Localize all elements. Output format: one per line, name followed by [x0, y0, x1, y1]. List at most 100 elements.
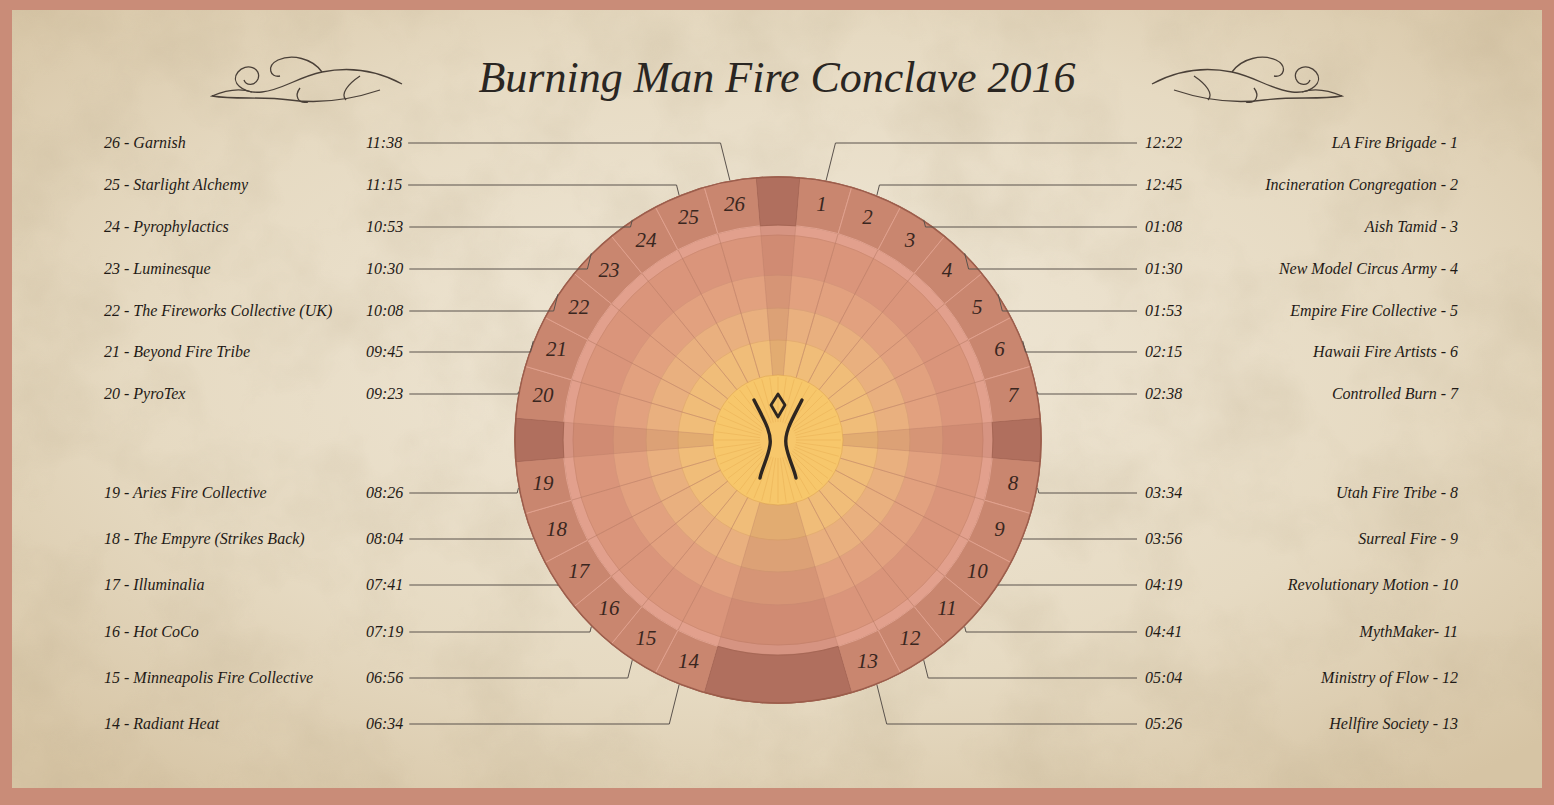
leader-line [408, 143, 730, 180]
start-time: 05:04 [1145, 668, 1182, 687]
segment-number: 25 [678, 207, 699, 230]
group-name: 23 - Luminesque [104, 259, 211, 278]
icon-head [771, 394, 785, 417]
segment-number: 19 [533, 472, 554, 495]
wheel-spoke [572, 380, 716, 422]
page-title: Burning Man Fire Conclave 2016 [0, 54, 1554, 102]
leader-line [1023, 341, 1137, 352]
segment-number-cell: 20 [530, 383, 557, 410]
wheel-ring [713, 375, 843, 505]
segment-number-cell: 9 [991, 516, 1008, 543]
wheel-spoke [840, 380, 984, 422]
wheel-spoke [588, 340, 721, 410]
leader-line [409, 392, 518, 394]
group-name: Controlled Burn - 7 [1332, 384, 1458, 403]
start-time: 01:08 [1145, 217, 1182, 236]
core-ray [715, 440, 760, 441]
group-name: New Model Circus Army - 4 [1279, 259, 1458, 278]
start-time: 11:15 [366, 175, 402, 194]
wheel-spoke [718, 234, 760, 378]
leader-line [409, 294, 558, 311]
core-ray [778, 458, 779, 503]
segment-number-cell: 17 [565, 558, 592, 585]
segment-number: 4 [942, 259, 953, 282]
wheel-spoke [783, 226, 795, 375]
wheel-spoke [612, 304, 728, 399]
start-time: 04:41 [1145, 622, 1182, 641]
wheel-spoke [718, 502, 760, 646]
segment-number: 22 [568, 297, 589, 320]
core-ray [716, 442, 761, 448]
flourish-curl [235, 67, 402, 92]
icon-left-body [754, 400, 770, 478]
group-name: 22 - The Fireworks Collective (UK) [104, 301, 332, 320]
core-ray [733, 453, 765, 485]
wheel-spoke [828, 481, 944, 576]
wheel-spoke [564, 445, 713, 457]
segment-number: 14 [678, 650, 699, 673]
group-name: MythMaker- 11 [1360, 622, 1458, 641]
segment-number-cell: 19 [530, 470, 557, 497]
leader-line [409, 253, 591, 269]
flourish [212, 57, 402, 102]
wheel-spoke [828, 304, 944, 399]
group-name: 20 - PyroTex [104, 384, 185, 403]
flourish-curl [212, 90, 380, 102]
core-ray [791, 453, 823, 485]
wheel-spoke [718, 234, 760, 378]
core-ray [785, 457, 802, 499]
wheel-segment [704, 178, 760, 234]
wheel-spoke [564, 422, 713, 434]
flourish-curl [1174, 90, 1342, 102]
segment-number: 5 [972, 297, 983, 320]
wheel-spoke [642, 274, 737, 390]
segment-number-cell: 4 [939, 257, 956, 284]
wheel-gap [992, 418, 1041, 462]
start-time: 11:38 [366, 133, 402, 152]
segment-number-cell: 3 [902, 227, 919, 254]
segment-number-cell: 23 [596, 257, 623, 284]
wheel-spoke [840, 458, 984, 500]
segment-number-cell: 15 [633, 626, 660, 653]
core-ray [717, 445, 760, 457]
icon-right-body [786, 400, 802, 478]
group-name: 25 - Starlight Alchemy [104, 175, 248, 194]
wheel-spoke [588, 470, 721, 540]
segment-number-cell: 24 [633, 227, 660, 254]
wheel-spoke [836, 470, 969, 540]
start-time: 10:30 [366, 259, 403, 278]
group-name: 26 - Garnish [104, 133, 186, 152]
segments [515, 177, 1041, 703]
group-name: 15 - Minneapolis Fire Collective [104, 668, 313, 687]
wheel-spoke [642, 490, 737, 606]
wheel-spoke [819, 274, 914, 390]
flourish-curl [297, 76, 360, 102]
leader-line [409, 685, 679, 724]
wheel-spoke [828, 481, 944, 576]
segment-number: 3 [905, 229, 916, 252]
start-time: 10:08 [366, 301, 403, 320]
core-ray [796, 432, 841, 438]
leader-line [965, 253, 1137, 269]
core-ray [770, 458, 776, 503]
segment-number: 7 [1008, 385, 1019, 408]
segment-number: 12 [899, 628, 920, 651]
segment-number: 24 [636, 229, 657, 252]
segment-number: 18 [546, 518, 567, 541]
group-name: 21 - Beyond Fire Tribe [104, 342, 250, 361]
segment-number-cell: 5 [969, 295, 986, 322]
wheel-gap [515, 418, 564, 462]
wheel-spoke [572, 458, 716, 500]
wheel-gap-spoke [718, 502, 838, 655]
core-ray [720, 447, 762, 464]
segment-number-cell: 25 [675, 205, 702, 232]
wheel-spoke [808, 250, 878, 383]
segment-number-cell: 22 [565, 295, 592, 322]
leader-line [924, 220, 1137, 227]
segment-number: 6 [994, 339, 1005, 362]
start-time: 03:34 [1145, 483, 1182, 502]
leader-line [998, 585, 1137, 587]
wheel-spoke [678, 250, 748, 383]
wheel-spoke [612, 481, 728, 576]
core-ray [795, 445, 838, 457]
